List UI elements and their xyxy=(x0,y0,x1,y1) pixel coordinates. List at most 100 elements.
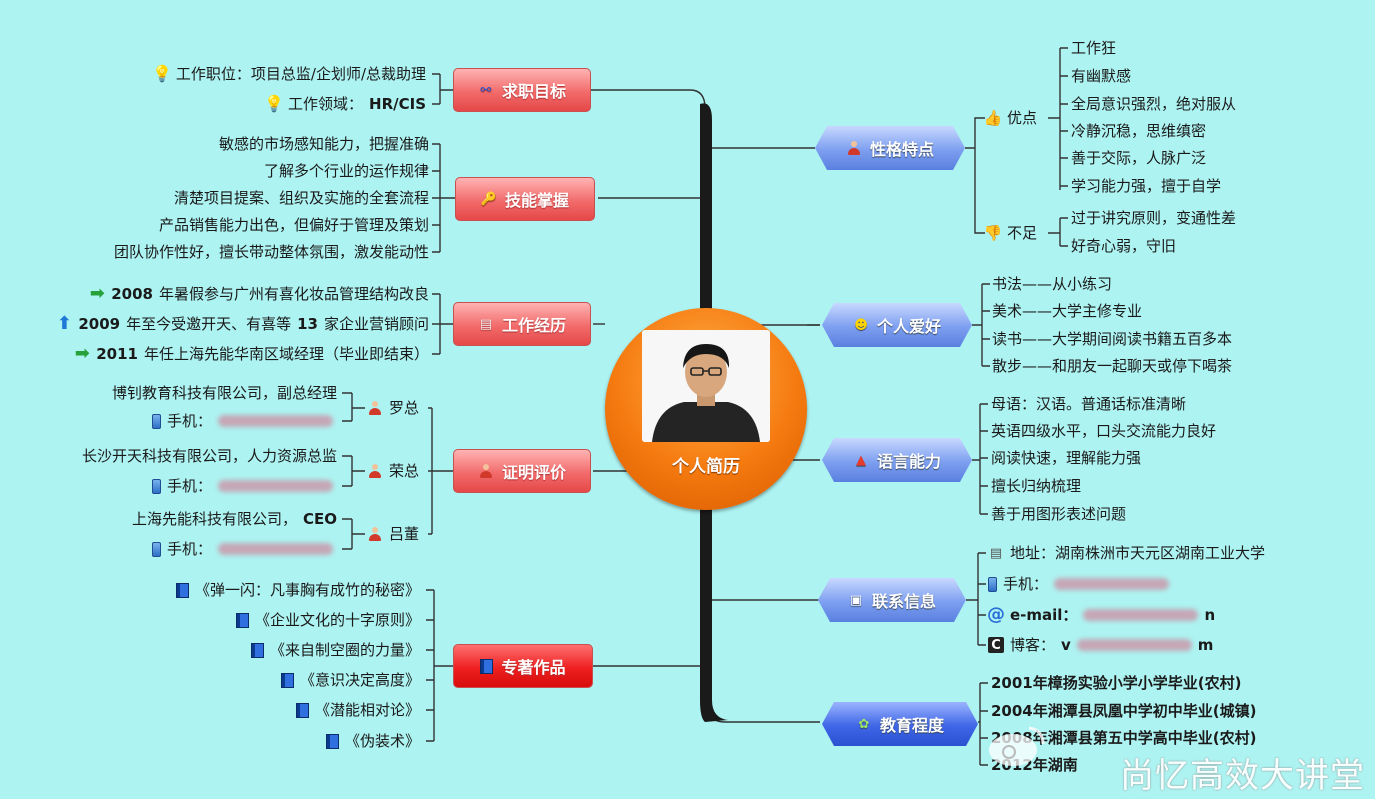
pros-item: 学习能力强，擅于自学 xyxy=(1071,177,1222,195)
node-personality-label: 性格特点 xyxy=(869,140,934,159)
book-icon xyxy=(480,658,494,674)
phone-icon xyxy=(152,413,161,429)
lightbulb-icon: 💡 xyxy=(151,64,172,83)
node-experience[interactable]: ▤ 工作经历 xyxy=(453,302,591,346)
contact-card-icon: ▣ xyxy=(849,592,863,608)
language-item: 擅长归纳梳理 xyxy=(991,477,1082,495)
education-item: 2004年湘潭县凤凰中学初中毕业(城镇) xyxy=(991,702,1257,720)
node-publications-label: 专著作品 xyxy=(501,658,566,677)
skill-item: 了解多个行业的运作规律 xyxy=(263,162,429,180)
node-hobbies[interactable]: ☻ 个人爱好 xyxy=(822,303,972,347)
contact-phone: 手机： xyxy=(988,574,1170,594)
pros-item: 全局意识强烈，绝对服从 xyxy=(1071,95,1237,113)
objective-item-field: 💡 工作领域：HR/CIS xyxy=(264,94,426,113)
language-item: 英语四级水平，口头交流能力良好 xyxy=(991,422,1217,440)
person-icon xyxy=(478,463,494,479)
node-experience-label: 工作经历 xyxy=(501,316,566,335)
cons-item: 好奇心弱，守旧 xyxy=(1071,237,1177,255)
node-education-label: 教育程度 xyxy=(879,716,944,735)
node-personality[interactable]: 性格特点 xyxy=(815,126,965,170)
phone-icon xyxy=(152,541,161,557)
node-references[interactable]: 证明评价 xyxy=(453,449,591,493)
node-contact[interactable]: ▣ 联系信息 xyxy=(818,578,966,622)
node-contact-label: 联系信息 xyxy=(871,592,936,611)
hobby-item: 散步——和朋友一起聊天或停下喝茶 xyxy=(992,357,1233,375)
node-skills-label: 技能掌握 xyxy=(504,191,569,210)
node-education[interactable]: ✿ 教育程度 xyxy=(822,702,978,746)
address-card-icon: ▤ xyxy=(989,545,1003,561)
language-item: 阅读快速，理解能力强 xyxy=(991,449,1142,467)
node-language[interactable]: ▲ 语言能力 xyxy=(822,438,972,482)
personality-pros: 👍 优点 xyxy=(983,108,1038,127)
node-hobbies-label: 个人爱好 xyxy=(876,317,941,336)
education-item: 2008年湘潭县第五中学高中毕业(农村) xyxy=(991,729,1257,747)
briefcase-icon: ▤ xyxy=(479,316,493,332)
center-node[interactable]: 个人简历 xyxy=(605,308,807,510)
reference-company: 上海先能科技有限公司，CEO xyxy=(131,510,337,528)
reference-person: 罗总 xyxy=(367,398,419,418)
node-skills[interactable]: 🔑 技能掌握 xyxy=(455,177,595,221)
language-item: 善于用图形表述问题 xyxy=(991,505,1127,523)
watermark-logo xyxy=(989,726,1045,766)
pros-item: 冷静沉稳，思维缜密 xyxy=(1071,122,1207,140)
reference-phone: 手机： xyxy=(152,539,334,559)
personality-cons: 👎 不足 xyxy=(983,223,1038,242)
blog-icon: C xyxy=(988,637,1004,653)
reference-phone: 手机： xyxy=(152,476,334,496)
cons-item: 过于讲究原则，变通性差 xyxy=(1071,209,1237,227)
hobby-item: 美术——大学主修专业 xyxy=(992,302,1143,320)
reference-company: 博钊教育科技有限公司，副总经理 xyxy=(111,384,337,402)
arrow-right-icon: ➡ xyxy=(89,283,105,304)
node-objective-label: 求职目标 xyxy=(501,82,566,101)
blurred-phone xyxy=(1054,578,1170,590)
smiley-icon: ☻ xyxy=(854,317,868,333)
book-icon xyxy=(295,702,309,718)
pros-item: 善于交际，人脉广泛 xyxy=(1071,149,1207,167)
arrow-up-icon: ⬆ xyxy=(56,313,72,334)
phone-icon xyxy=(988,576,997,592)
pros-item: 有幽默感 xyxy=(1071,67,1132,85)
handshake-icon: ⚯ xyxy=(480,82,492,98)
reference-phone: 手机： xyxy=(152,411,334,431)
book-icon xyxy=(250,642,264,658)
book-icon xyxy=(280,672,294,688)
node-publications[interactable]: 专著作品 xyxy=(453,644,593,688)
pros-item: 工作狂 xyxy=(1071,39,1117,57)
publication-item: 《弹一闪：凡事胸有成竹的秘密》 xyxy=(175,580,420,600)
reference-person: 荣总 xyxy=(367,461,419,481)
publication-item: 《企业文化的十字原则》 xyxy=(235,610,420,630)
blurred-phone xyxy=(218,415,334,427)
arrow-right-icon: ➡ xyxy=(74,343,90,364)
node-objective[interactable]: ⚯ 求职目标 xyxy=(453,68,591,112)
book-icon xyxy=(235,612,249,628)
skill-item: 清楚项目提案、组织及实施的全套流程 xyxy=(173,189,429,207)
contact-address: ▤ 地址：湖南株洲市天元区湖南工业大学 xyxy=(989,544,1266,562)
blurred-phone xyxy=(218,543,334,555)
person-icon xyxy=(367,463,383,479)
at-sign-icon: @ xyxy=(987,604,1005,625)
phone-icon xyxy=(152,478,161,494)
thumbs-down-icon: 👎 xyxy=(983,223,1003,242)
profile-photo xyxy=(642,330,770,442)
book-icon xyxy=(175,582,189,598)
hobby-item: 读书——大学期间阅读书籍五百多本 xyxy=(992,330,1233,348)
thumbs-up-icon: 👍 xyxy=(983,108,1003,127)
node-references-label: 证明评价 xyxy=(501,463,566,482)
skill-item: 敏感的市场感知能力，把握准确 xyxy=(218,135,429,153)
objective-item-position: 💡 工作职位：项目总监/企划师/总裁助理 xyxy=(151,64,426,83)
publication-item: 《潜能相对论》 xyxy=(295,700,420,720)
person-icon xyxy=(367,526,383,542)
person-photo-icon xyxy=(642,330,770,442)
skill-item: 团队协作性好，擅长带动整体氛围，激发能动性 xyxy=(113,243,429,261)
publication-item: 《意识决定高度》 xyxy=(280,670,420,690)
person-icon xyxy=(367,400,383,416)
center-title: 个人简历 xyxy=(672,457,740,477)
blurred-email xyxy=(1083,609,1199,621)
skill-item: 产品销售能力出色，但偏好于管理及策划 xyxy=(158,216,429,234)
book-icon xyxy=(325,733,339,749)
